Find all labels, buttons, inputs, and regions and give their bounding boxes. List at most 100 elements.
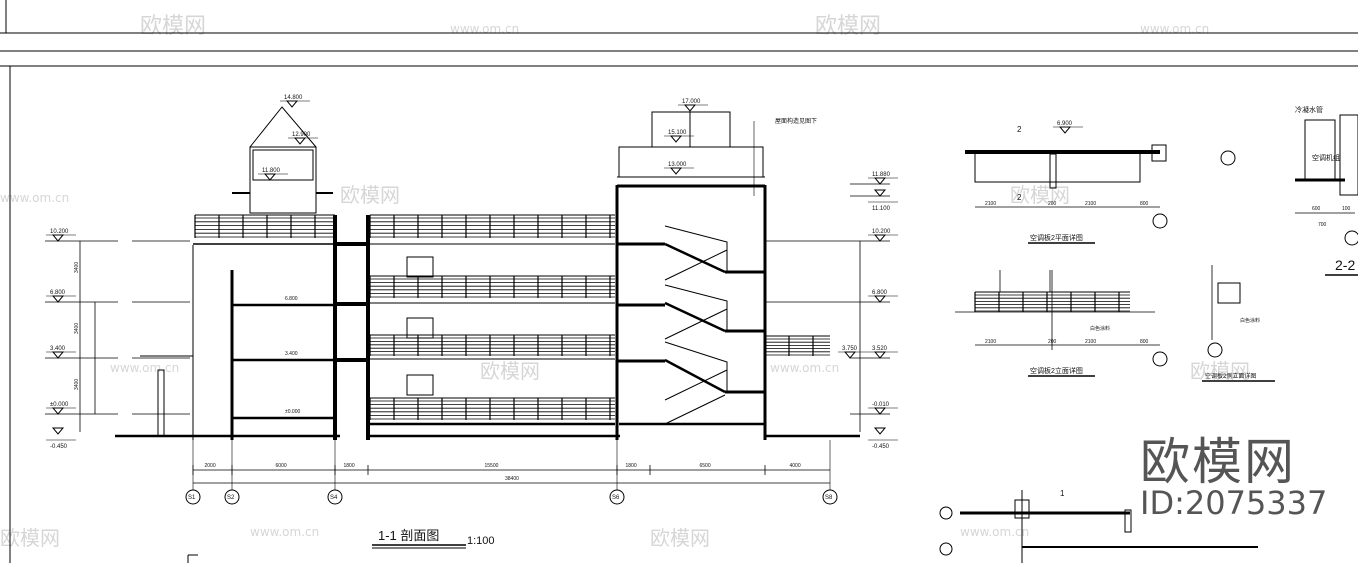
stair-railing [664, 284, 728, 340]
stair-flight [664, 242, 726, 274]
door [406, 374, 434, 396]
level-marker-icon [669, 167, 683, 175]
level-marker-icon [873, 351, 887, 359]
tower-note: 屋面构造见图下 [775, 117, 817, 125]
watermark-id: ID:2075337 [1140, 484, 1328, 522]
stair-flight [664, 358, 726, 394]
axis-bubble [1220, 150, 1236, 166]
callout-label: 白色涂料 [1240, 317, 1260, 324]
level-marker-icon [873, 295, 887, 303]
level-marker-icon [873, 177, 887, 185]
dimension-label: 1800 [344, 463, 355, 469]
dormer-window [252, 149, 314, 181]
watermark-url: www.om.cn [110, 361, 179, 375]
railing [194, 214, 335, 238]
level-label: 10.200 [872, 229, 891, 235]
watermark-brand: 欧模网 [650, 526, 710, 550]
watermark-url: www.om.cn [960, 525, 1029, 539]
section-mark: 2 [1017, 193, 1022, 202]
railing [369, 397, 615, 420]
axis-bubble [822, 489, 838, 505]
section-mark: 1 [1060, 489, 1065, 498]
callout-label: 白色涂料 [1090, 325, 1110, 332]
watermark-brand: 欧模网 [480, 359, 540, 383]
level-marker-icon [285, 100, 299, 108]
axis-label: S8 [825, 495, 833, 501]
level-label: ±0.000 [50, 402, 69, 408]
dimension-label: 4000 [790, 463, 801, 469]
column-section [1124, 509, 1132, 533]
level-marker-icon [51, 234, 65, 242]
watermark-brand: 欧模网 [0, 526, 60, 550]
floor-level-label: 3.400 [285, 351, 298, 357]
dimension-label: 6000 [276, 463, 287, 469]
section-title: 1-1 剖面图 1:100 [187, 528, 495, 563]
railing [369, 275, 615, 298]
ac-slab-plan [974, 151, 1141, 183]
stair-railing [664, 225, 728, 281]
rooftop-frame [651, 111, 731, 148]
section-scale: 1:100 [467, 535, 495, 547]
dimension-label: 2100 [1085, 201, 1096, 207]
level-marker-icon [51, 427, 65, 435]
level-label: 6.800 [50, 290, 66, 296]
level-marker-icon [51, 351, 65, 359]
level-marker-icon [1058, 126, 1072, 134]
column-section [1014, 499, 1030, 519]
axis-label: S4 [330, 495, 338, 501]
plan-column [1049, 153, 1057, 189]
dimension-label: 2100 [985, 339, 996, 345]
door [406, 256, 434, 278]
dimension-total: 38400 [505, 476, 519, 482]
watermark-url: www.om.cn [0, 191, 69, 205]
level-label: 17.000 [682, 99, 701, 105]
level-marker-icon [873, 427, 887, 435]
level-label: 11.800 [262, 168, 281, 174]
watermark-brand: 欧模网 [140, 14, 206, 39]
axis-bubble [939, 506, 953, 520]
level-label: 15.100 [668, 130, 687, 136]
level-label: 13.000 [668, 162, 687, 168]
dimension-label: 100 [1342, 206, 1351, 212]
wall-hatch [1339, 114, 1358, 196]
watermark-brand: 欧模网 [1010, 183, 1070, 207]
level-marker-icon [51, 295, 65, 303]
level-marker-icon [263, 173, 277, 181]
level-label: 11.880 [872, 172, 891, 178]
axis-bubble [1152, 351, 1168, 367]
level-label: 3.400 [50, 346, 66, 352]
dimension-label: 2100 [1085, 339, 1096, 345]
unit-label: 空调机组 [1312, 153, 1340, 162]
dimension-label: 800 [1140, 201, 1149, 207]
section-mark: 2 [1017, 125, 1022, 134]
section-1-1: 10.2006.8003.400±0.000-0.450340034003400… [45, 95, 898, 505]
level-label: 3.750 [842, 346, 858, 352]
watermark-layer: 欧模网 www.om.cn 欧模网 www.om.cn 欧模网 www.om.c… [0, 14, 1250, 550]
axis-bubble [939, 542, 953, 556]
level-marker-icon [843, 351, 857, 359]
dimension-label: 1800 [626, 463, 637, 469]
axis-label: S1 [188, 495, 196, 501]
dimension-label: 600 [1312, 206, 1321, 212]
dimension-label: 3400 [74, 379, 80, 390]
dimension-label: 800 [1140, 339, 1149, 345]
level-label: 14.800 [284, 95, 303, 101]
level-label: 11.100 [872, 206, 891, 212]
level-marker-icon [873, 407, 887, 415]
axis-bubble [1207, 342, 1223, 358]
canopy-column [157, 369, 165, 437]
level-label: 10.200 [50, 229, 69, 235]
watermark-brand: 欧模网 [1190, 359, 1250, 383]
dormer-box [249, 146, 317, 214]
watermark-url: www.om.cn [1140, 22, 1209, 36]
level-marker-icon [293, 137, 307, 145]
level-label: 6.800 [872, 290, 888, 296]
parapet-frame [618, 146, 764, 178]
floor-level-label: 6.800 [285, 296, 298, 302]
axis-bubble [609, 489, 625, 505]
axis-label: S6 [612, 495, 620, 501]
dormer-roof [249, 106, 317, 148]
railing [369, 214, 615, 238]
